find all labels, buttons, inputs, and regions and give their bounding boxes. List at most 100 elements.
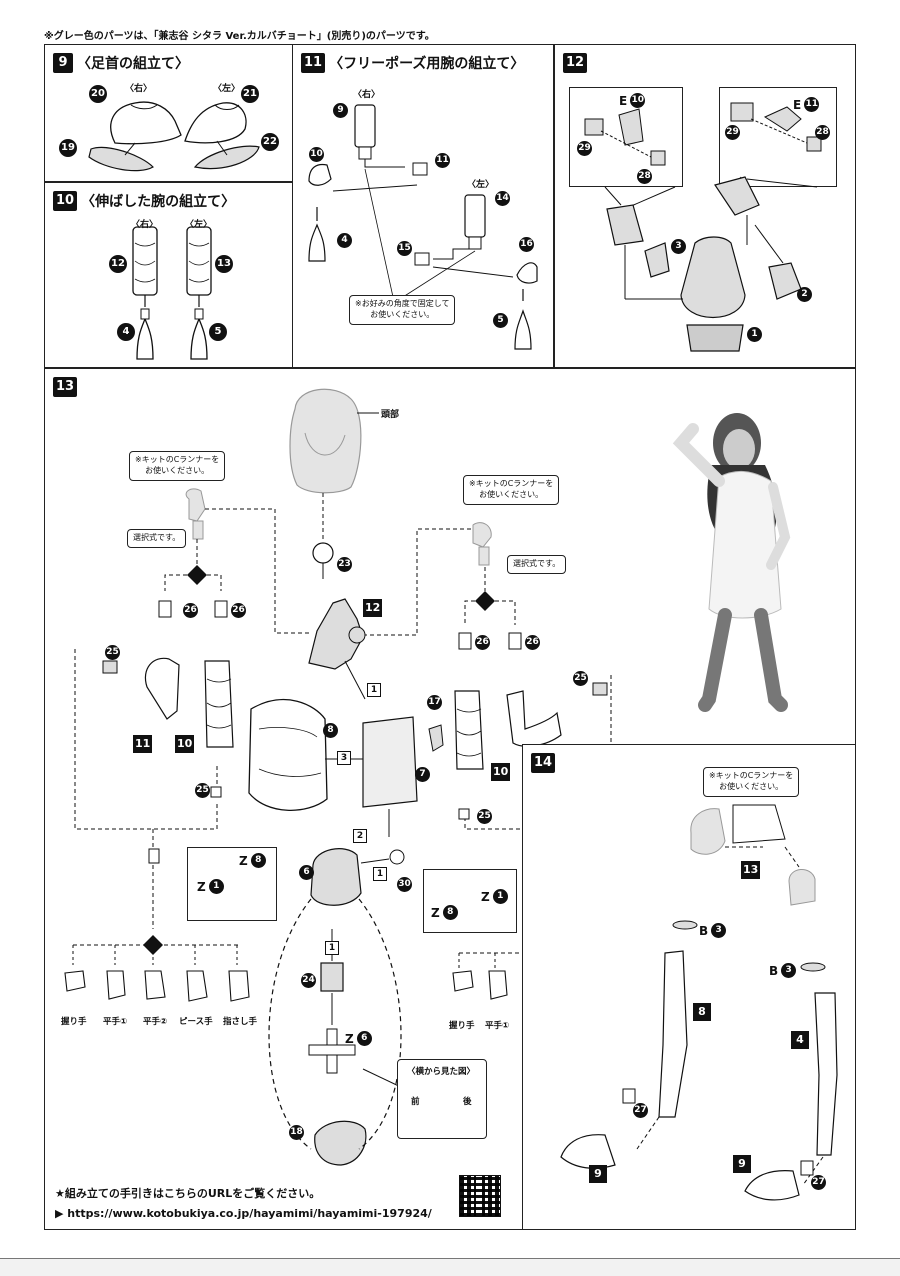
ref-10-left: 10 (175, 735, 195, 753)
step-box-1b: 1 (373, 867, 387, 881)
part-19: 19 (59, 139, 77, 157)
part-5: 5 (493, 313, 508, 328)
part-13: 13 (215, 255, 233, 273)
part-2: 2 (797, 287, 812, 302)
step14-panel: 14 ※キットのCランナーを お使いください。 13 8 4 9 9 27 27… (522, 744, 856, 1230)
side-view-box (397, 1059, 487, 1139)
part-26b: 26 (231, 603, 246, 618)
select-note-left: 選択式です。 (127, 529, 187, 548)
part-26c: 26 (475, 635, 490, 650)
step14-illustration (560, 804, 838, 1201)
part-7: 7 (415, 767, 430, 782)
part-25a: 25 (105, 645, 120, 660)
part-12: 12 (109, 255, 127, 273)
head-label: 頭部 (381, 410, 400, 420)
step-number: 9 (53, 53, 73, 73)
ref-9-right: 9 (733, 1155, 751, 1173)
part-15: 15 (397, 241, 412, 256)
part-29a: 29 (577, 141, 592, 156)
select-note-right: 選択式です。 (507, 555, 567, 574)
hand-peace-left: ピース手 (179, 1017, 213, 1027)
left-label: 〈左〉 (213, 84, 241, 94)
runner-c-note-right: ※キットのCランナーを お使いください。 (463, 475, 560, 505)
right-label: 〈右〉 (131, 220, 159, 230)
ref-11-left: 11 (133, 735, 153, 753)
guide-url[interactable]: ▶ https://www.kotobukiya.co.jp/hayamimi/… (55, 1207, 432, 1220)
gray-parts-note: ※グレー色のパーツは、「兼志谷 シタラ Ver.カルバチョート」(別売り)のパー… (44, 31, 435, 42)
part-26d: 26 (525, 635, 540, 650)
step11-illustration (308, 104, 538, 350)
part-3: 3 (671, 239, 686, 254)
step11-panel: 11 〈フリーポーズ用腕の組立て〉 〈右〉 〈左〉 9 10 11 4 14 1… (292, 44, 554, 368)
part-27a: 27 (633, 1103, 648, 1118)
part-23: 23 (337, 557, 352, 572)
part-26a: 26 (183, 603, 198, 618)
step11-title: 11 〈フリーポーズ用腕の組立て〉 (301, 53, 524, 73)
ref-9-left: 9 (589, 1165, 607, 1183)
step-number: 10 (53, 191, 78, 211)
part-20: 20 (89, 85, 107, 103)
step-number: 11 (301, 53, 326, 73)
step9-illustration (88, 101, 260, 172)
guide-text: ★組み立ての手引きはこちらのURLをご覧ください。 (55, 1187, 321, 1200)
side-view-front: 前 (411, 1097, 420, 1107)
part-30: 30 (397, 877, 412, 892)
part-24: 24 (301, 973, 316, 988)
runner-c-note-left: ※キットのCランナーを お使いください。 (129, 451, 226, 481)
hand-flat1-left: 平手① (103, 1017, 128, 1027)
step12-illustration (584, 102, 822, 352)
step9-title: 9 〈足首の組立て〉 (53, 53, 189, 73)
part-6: 6 (299, 865, 314, 880)
step-box-1: 1 (367, 683, 381, 697)
hand-point-left: 指さし手 (223, 1017, 258, 1027)
part-16: 16 (519, 237, 534, 252)
qr-code[interactable] (459, 1175, 501, 1217)
right-label: 〈右〉 (353, 90, 381, 100)
part-25c: 25 (573, 671, 588, 686)
hand-fist-right: 握り手 (449, 1021, 475, 1031)
step12-title: 12 (563, 53, 588, 73)
part-17: 17 (427, 695, 442, 710)
right-label: 〈右〉 (125, 84, 153, 94)
part-22: 22 (261, 133, 279, 151)
ref-10-right: 10 (491, 763, 511, 781)
runner-c-note: ※キットのCランナーを お使いください。 (703, 767, 800, 797)
step14-title: 14 (531, 753, 556, 773)
part-29b: 29 (725, 125, 740, 140)
step-number: 12 (563, 53, 588, 73)
step-box-3: 3 (337, 751, 351, 765)
side-view-title: 〈横から見た図〉 (407, 1067, 476, 1077)
step-number: 14 (531, 753, 556, 773)
step10-illustration (132, 226, 212, 360)
step10-panel: 10 〈伸ばした腕の組立て〉 〈右〉 〈左〉 12 13 4 5 (44, 182, 293, 368)
ref-8: 8 (693, 1003, 711, 1021)
part-25b: 25 (195, 783, 210, 798)
part-9: 9 (333, 103, 348, 118)
hand-flat1-right: 平手① (485, 1021, 510, 1031)
part-4: 4 (337, 233, 352, 248)
left-label: 〈左〉 (185, 220, 213, 230)
part-10: 10 (309, 147, 324, 162)
part-28b: 28 (815, 125, 830, 140)
step9-panel: 9 〈足首の組立て〉 〈右〉 〈左〉 20 21 19 22 (44, 44, 293, 182)
left-label: 〈左〉 (467, 180, 495, 190)
figure-photo (672, 413, 791, 712)
side-view-back: 後 (463, 1097, 472, 1107)
part-21: 21 (241, 85, 259, 103)
part-18: 18 (289, 1125, 304, 1140)
part-1: 1 (747, 327, 762, 342)
angle-note: ※お好みの角度で固定して お使いください。 (349, 295, 456, 325)
hand-flat2-left: 平手② (143, 1017, 168, 1027)
ref-4: 4 (791, 1031, 809, 1049)
page-footer-band (0, 1258, 900, 1276)
part-25d: 25 (477, 809, 492, 824)
step-box-1c: 1 (325, 941, 339, 955)
